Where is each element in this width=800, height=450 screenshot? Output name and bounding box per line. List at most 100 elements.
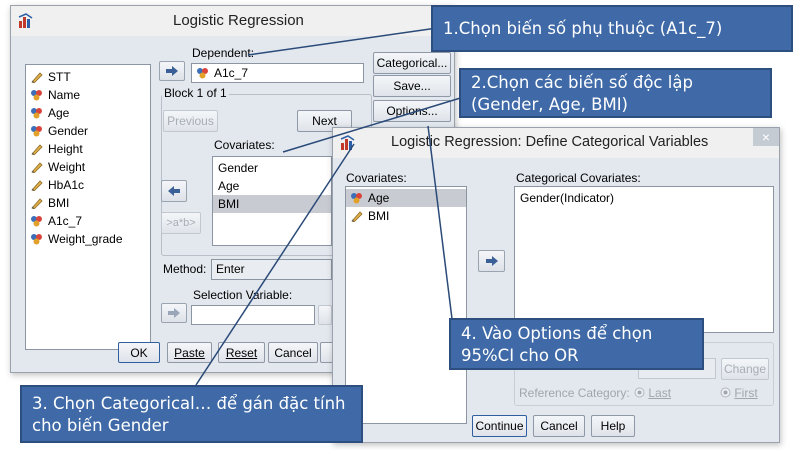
scale-icon	[31, 72, 43, 83]
paste-button[interactable]: Paste	[167, 342, 212, 363]
move-to-categorical-button[interactable]	[478, 250, 505, 272]
categorical-covariates-list[interactable]: Gender(Indicator)	[514, 186, 774, 333]
list-item-label: Weight	[48, 160, 86, 174]
cat-covariates-label: Covariates:	[346, 171, 407, 185]
list-item[interactable]: A1c_7	[26, 212, 150, 230]
previous-button[interactable]: Previous	[163, 110, 218, 132]
cat-help-button[interactable]: Help	[591, 415, 635, 437]
list-item[interactable]: Gender	[213, 159, 331, 177]
options-button[interactable]: Options...	[373, 100, 451, 122]
cat-cancel-button[interactable]: Cancel	[533, 415, 585, 437]
last-radio[interactable]: Last	[634, 386, 671, 400]
list-item[interactable]: Age	[26, 104, 150, 122]
list-item-label: Age	[368, 191, 390, 205]
callout-step-2: 2.Chọn các biến số độc lập (Gender, Age,…	[459, 68, 772, 118]
categorical-titlebar: Logistic Regression: Define Categorical …	[333, 128, 779, 158]
ok-button[interactable]: OK	[118, 342, 160, 363]
list-item-label: Gender	[48, 124, 89, 138]
reset-label: Reset	[225, 346, 258, 360]
list-item[interactable]: Weight	[26, 158, 150, 176]
radio-checked-icon	[720, 387, 731, 398]
list-item-label: STT	[48, 70, 71, 84]
method-select[interactable]: Enter	[211, 259, 332, 280]
interaction-button[interactable]: >a*b>	[161, 212, 201, 234]
callout-step-3: 3. Chọn Categorical… để gán đặc tính cho…	[20, 385, 363, 443]
list-item-label: Age	[48, 106, 70, 120]
reset-button[interactable]: Reset	[218, 342, 265, 363]
nominal-icon	[31, 234, 42, 245]
scale-icon	[31, 162, 43, 173]
list-item-label: Name	[48, 88, 81, 102]
arrow-right-icon	[168, 308, 180, 318]
define-categorical-dialog: Logistic Regression: Define Categorical …	[332, 127, 780, 443]
list-item[interactable]: HbA1c	[26, 176, 150, 194]
list-item[interactable]: Height	[26, 140, 150, 158]
categorical-button[interactable]: Categorical...	[373, 52, 451, 74]
list-item-label: BMI	[368, 209, 390, 223]
list-item[interactable]: Age	[213, 177, 331, 195]
nominal-icon	[31, 216, 42, 227]
nominal-icon	[197, 68, 208, 79]
arrow-left-icon	[168, 186, 180, 196]
continue-button[interactable]: Continue	[472, 415, 527, 437]
categorical-covariates-label: Categorical Covariates:	[516, 171, 641, 185]
list-item-label: A1c_7	[48, 214, 83, 228]
scale-icon	[351, 211, 363, 222]
dependent-label: Dependent:	[192, 46, 255, 60]
list-item[interactable]: BMI	[346, 207, 466, 225]
covariates-label: Covariates:	[214, 138, 275, 152]
nominal-icon	[31, 108, 42, 119]
list-item[interactable]: Gender(Indicator)	[515, 189, 773, 207]
move-to-selection-button[interactable]	[161, 303, 187, 323]
dependent-field[interactable]: A1c_7	[191, 63, 364, 83]
list-item-label: BMI	[48, 196, 70, 210]
list-item-label: BMI	[218, 197, 240, 211]
selection-variable-label: Selection Variable:	[193, 288, 293, 302]
list-item-label: Gender(Indicator)	[520, 191, 615, 205]
last-label: Last	[648, 386, 672, 400]
reference-category-label: Reference Category:	[519, 386, 630, 400]
nominal-icon	[351, 193, 362, 204]
list-item-label: Age	[218, 179, 240, 193]
list-item[interactable]: BMI	[213, 195, 331, 213]
nominal-icon	[31, 90, 42, 101]
list-item-label: HbA1c	[48, 178, 85, 192]
selection-variable-field[interactable]	[191, 305, 315, 325]
paste-label: Paste	[174, 346, 205, 360]
save-button[interactable]: Save...	[373, 75, 451, 97]
dialog-titlebar: Logistic Regression	[11, 6, 454, 36]
selection-rule-button[interactable]	[318, 305, 332, 325]
spss-app-icon	[18, 13, 33, 28]
first-radio[interactable]: First	[720, 386, 758, 400]
list-item[interactable]: BMI	[26, 194, 150, 212]
change-button[interactable]: Change	[721, 358, 769, 380]
list-item[interactable]: Gender	[26, 122, 150, 140]
move-to-covariates-button[interactable]	[161, 180, 187, 202]
list-item-label: Height	[48, 142, 83, 156]
categorical-title: Logistic Regression: Define Categorical …	[391, 134, 709, 150]
arrow-right-icon	[485, 256, 498, 266]
callout-step-1: 1.Chọn biến số phụ thuộc (A1c_7)	[431, 5, 793, 52]
close-button[interactable]: ×	[753, 128, 779, 146]
cancel-button[interactable]: Cancel	[268, 342, 318, 363]
callout-step-4: 4. Vào Options để chọn 95%CI cho OR	[449, 318, 704, 370]
arrow-right-icon	[166, 66, 178, 76]
block-label: Block 1 of 1	[162, 86, 229, 100]
list-item-label: Gender	[218, 161, 259, 175]
scale-icon	[31, 180, 43, 191]
close-icon: ×	[761, 129, 771, 145]
list-item[interactable]: Name	[26, 86, 150, 104]
scale-icon	[31, 144, 43, 155]
first-label: First	[734, 386, 758, 400]
list-item[interactable]: STT	[26, 68, 150, 86]
method-value: Enter	[216, 262, 245, 276]
dialog-title: Logistic Regression	[173, 12, 304, 29]
move-to-dependent-button[interactable]	[159, 61, 185, 81]
method-label: Method:	[163, 262, 207, 276]
list-item[interactable]: Weight_grade	[26, 230, 150, 248]
list-item[interactable]: Age	[346, 189, 466, 207]
nominal-icon	[31, 126, 42, 137]
